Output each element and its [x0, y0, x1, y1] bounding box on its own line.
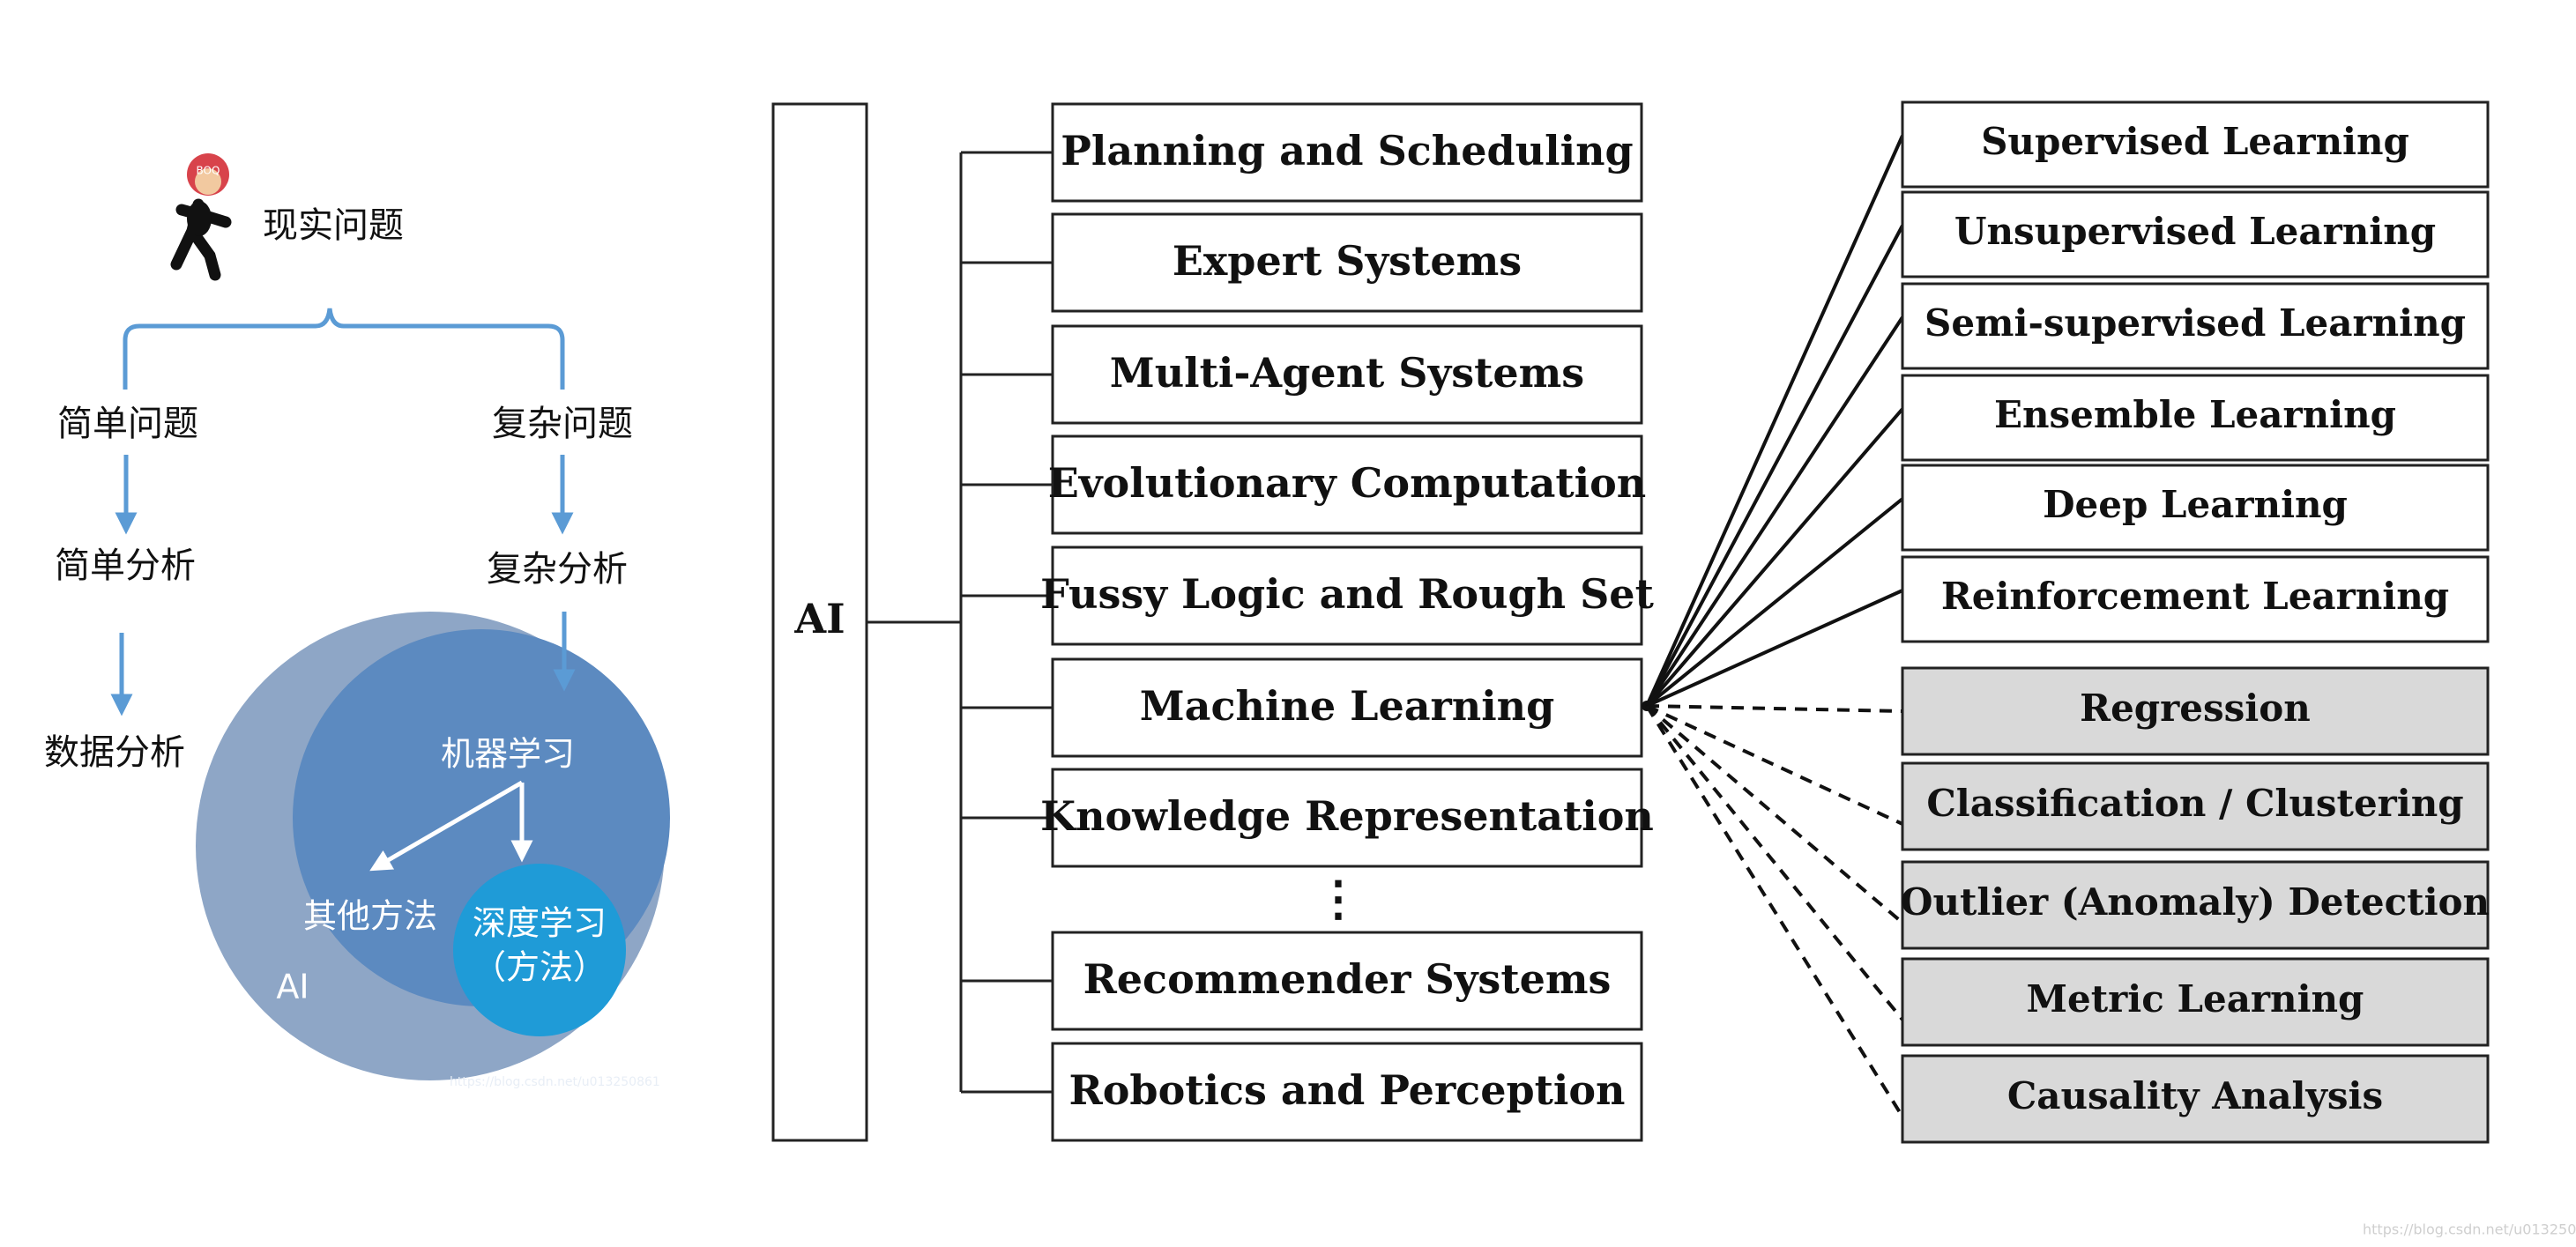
- paradigm-box: [1901, 100, 2490, 189]
- category-box: [1051, 768, 1643, 868]
- running-monkey-icon: [170, 153, 232, 281]
- deep-learning-circle: [453, 864, 626, 1036]
- task-label: Outlier (Anomaly) Detection: [1901, 880, 2490, 924]
- task-box: [1901, 1054, 2490, 1144]
- ai-root-label: AI: [793, 595, 845, 642]
- paradigm-connector: [1645, 315, 1904, 708]
- task-connector: [1645, 704, 1904, 1118]
- paradigm-connector: [1646, 589, 1903, 708]
- paradigm-label: Ensemble Learning: [1994, 393, 2396, 436]
- category-box: [1051, 1042, 1643, 1142]
- category-label: Expert Systems: [1173, 237, 1522, 285]
- paradigm-label: Supervised Learning: [1981, 120, 2409, 163]
- paradigm-connector: [1645, 135, 1904, 707]
- paradigm-connector: [1645, 497, 1904, 708]
- right-watermark: https://blog.csdn.net/u013250861: [2363, 1221, 2576, 1238]
- task-connector: [1645, 704, 1904, 924]
- category-label: Machine Learning: [1140, 682, 1555, 730]
- task-box: [1901, 761, 2490, 851]
- ai-root-box: [771, 102, 868, 1142]
- category-box: [1051, 434, 1643, 535]
- paradigm-label: Reinforcement Learning: [1941, 575, 2449, 618]
- task-box: [1901, 957, 2490, 1047]
- real-problem-label: 现实问题: [263, 205, 404, 246]
- paradigm-label: Deep Learning: [2043, 483, 2348, 526]
- category-box: [1051, 657, 1643, 758]
- category-box: [1051, 546, 1643, 646]
- paradigm-connector: [1645, 407, 1904, 708]
- category-label: Robotics and Perception: [1069, 1066, 1626, 1114]
- task-label: Metric Learning: [2027, 977, 2364, 1021]
- left-watermark: https://blog.csdn.net/u013250861: [450, 1075, 660, 1089]
- deep-learning-label-line2: （方法）: [473, 948, 607, 987]
- category-label: Evolutionary Computation: [1048, 459, 1647, 507]
- task-box: [1901, 666, 2490, 756]
- paradigm-box: [1901, 282, 2490, 370]
- simple-analysis-label: 简单分析: [55, 546, 196, 586]
- ml-circle-label: 机器学习: [441, 735, 575, 774]
- task-connector: [1646, 704, 1903, 826]
- category-box: [1051, 212, 1643, 313]
- other-methods-label: 其他方法: [303, 897, 437, 936]
- task-label: Causality Analysis: [2007, 1074, 2383, 1117]
- simple-problem-label: 简单问题: [57, 404, 198, 444]
- category-label: Knowledge Representation: [1040, 792, 1654, 840]
- paradigm-connector: [1645, 225, 1904, 707]
- paradigm-box: [1901, 190, 2490, 278]
- paradigm-label: Unsupervised Learning: [1954, 210, 2436, 253]
- data-analysis-label: 数据分析: [44, 732, 185, 773]
- problem-bracket: [123, 308, 565, 390]
- task-connector: [1646, 704, 1903, 713]
- task-label: Classification / Clustering: [1926, 782, 2463, 825]
- paradigm-box: [1901, 374, 2490, 462]
- task-connector: [1645, 704, 1904, 1021]
- category-label: Recommender Systems: [1083, 955, 1612, 1003]
- arrow-ml-to-other-methods: [369, 780, 524, 872]
- category-label: Planning and Scheduling: [1061, 127, 1633, 174]
- paradigm-box: [1901, 555, 2490, 643]
- paradigm-box: [1901, 464, 2490, 552]
- category-label: Multi-Agent Systems: [1110, 349, 1584, 397]
- paradigm-label: Semi-supervised Learning: [1925, 301, 2466, 345]
- complex-problem-label: 复杂问题: [492, 404, 633, 444]
- mascot-badge: BOQ: [197, 165, 220, 177]
- left-concept-diagram: BOQ 现实问题 简单问题 复杂问题 简单分析 复杂分析 数据分析 机器学习 其…: [44, 153, 670, 1089]
- deep-learning-label-line1: 深度学习: [473, 904, 607, 943]
- category-ellipsis: ⋮: [1314, 870, 1362, 926]
- complex-analysis-label: 复杂分析: [487, 549, 628, 590]
- task-label: Regression: [2080, 687, 2311, 730]
- category-box: [1051, 102, 1643, 203]
- category-box: [1051, 324, 1643, 425]
- task-box: [1901, 860, 2490, 950]
- ai-circle-label: AI: [276, 968, 309, 1006]
- category-box: [1051, 931, 1643, 1031]
- category-label: Fussy Logic and Rough Set: [1040, 570, 1654, 618]
